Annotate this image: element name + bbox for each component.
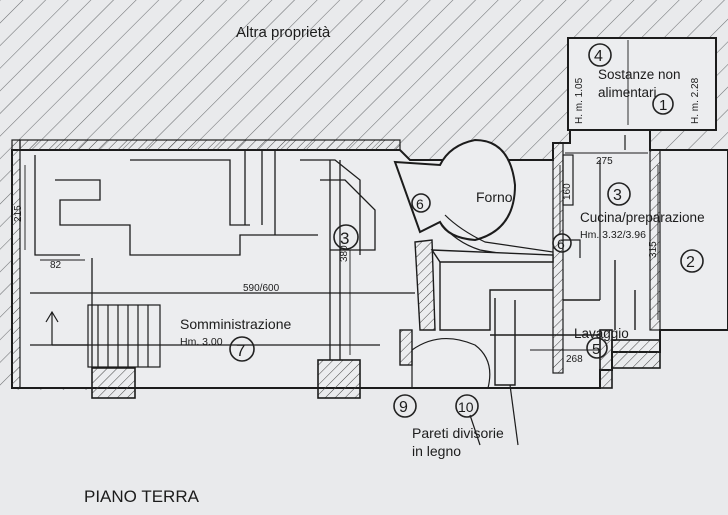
svg-text:6: 6 bbox=[557, 236, 565, 252]
svg-text:4: 4 bbox=[594, 48, 603, 65]
svg-text:6: 6 bbox=[416, 196, 424, 212]
dim-center-height: 380 bbox=[339, 245, 350, 262]
dim-left-height: 215 bbox=[13, 205, 24, 222]
staircase bbox=[45, 304, 161, 368]
svg-text:9: 9 bbox=[399, 399, 408, 416]
dimension-lines bbox=[24, 40, 659, 355]
storage-name-line2: alimentari bbox=[598, 85, 657, 100]
circled-number-wash-5: 5 bbox=[586, 337, 608, 359]
wall-block-kitchen-bottom bbox=[599, 329, 613, 389]
door-swing bbox=[411, 337, 491, 389]
circled-number-kitchen-6: 6 bbox=[552, 233, 572, 253]
circled-number-oven-6: 6 bbox=[411, 193, 431, 213]
dim-kitchen-left: 160 bbox=[562, 183, 573, 200]
svg-text:5: 5 bbox=[592, 341, 600, 358]
neighbor-label: Altra proprietà bbox=[236, 24, 331, 41]
wall-block-center bbox=[317, 359, 361, 399]
circled-number-partitions-9: 9 bbox=[393, 394, 417, 418]
svg-text:10: 10 bbox=[458, 399, 474, 415]
circled-number-kitchen-2: 2 bbox=[680, 249, 704, 273]
svg-text:1: 1 bbox=[659, 97, 667, 114]
page-title: PIANO TERRA bbox=[84, 487, 200, 506]
wall-block-right bbox=[611, 339, 661, 369]
circled-number-storage-1: 1 bbox=[652, 93, 674, 115]
storage-height-right: H. m. 2.28 bbox=[690, 77, 701, 124]
partition-walls bbox=[399, 239, 636, 386]
wash-name: Lavaggio bbox=[574, 326, 629, 341]
kitchen-height: Hm. 3.32/3.96 bbox=[580, 229, 646, 241]
circled-number-dining-7: 7 bbox=[229, 336, 255, 362]
svg-text:7: 7 bbox=[236, 341, 245, 360]
kitchen-name: Cucina/preparazione bbox=[580, 210, 705, 225]
partitions-line2: in legno bbox=[412, 443, 461, 459]
dining-height: Hm. 3.00 bbox=[180, 336, 223, 348]
dim-left-width: 82 bbox=[50, 260, 62, 271]
storage-room bbox=[567, 37, 717, 131]
storage-name-line1: Sostanze non bbox=[598, 67, 681, 82]
wall-block-left bbox=[91, 367, 136, 399]
dim-main-width: 590/600 bbox=[243, 283, 280, 294]
circled-number-dining-3: 3 bbox=[333, 224, 359, 250]
kitchen-fixtures bbox=[562, 135, 626, 300]
circled-number-partitions-10: 10 bbox=[455, 394, 479, 418]
svg-text:2: 2 bbox=[686, 254, 695, 271]
dim-kitchen-width: 275 bbox=[596, 156, 613, 167]
svg-text:3: 3 bbox=[340, 229, 349, 248]
circled-number-storage-4: 4 bbox=[588, 43, 612, 67]
circled-number-kitchen-3: 3 bbox=[607, 182, 631, 206]
storage-height-left: H. m. 1.05 bbox=[574, 77, 585, 124]
svg-text:3: 3 bbox=[613, 187, 622, 204]
dining-name: Somministrazione bbox=[180, 316, 291, 332]
oven-name: Forno bbox=[476, 189, 513, 205]
partitions-line1: Pareti divisorie bbox=[412, 425, 504, 441]
dim-wash-width: 268 bbox=[566, 354, 583, 365]
dim-kitchen-right: 315 bbox=[648, 241, 659, 258]
